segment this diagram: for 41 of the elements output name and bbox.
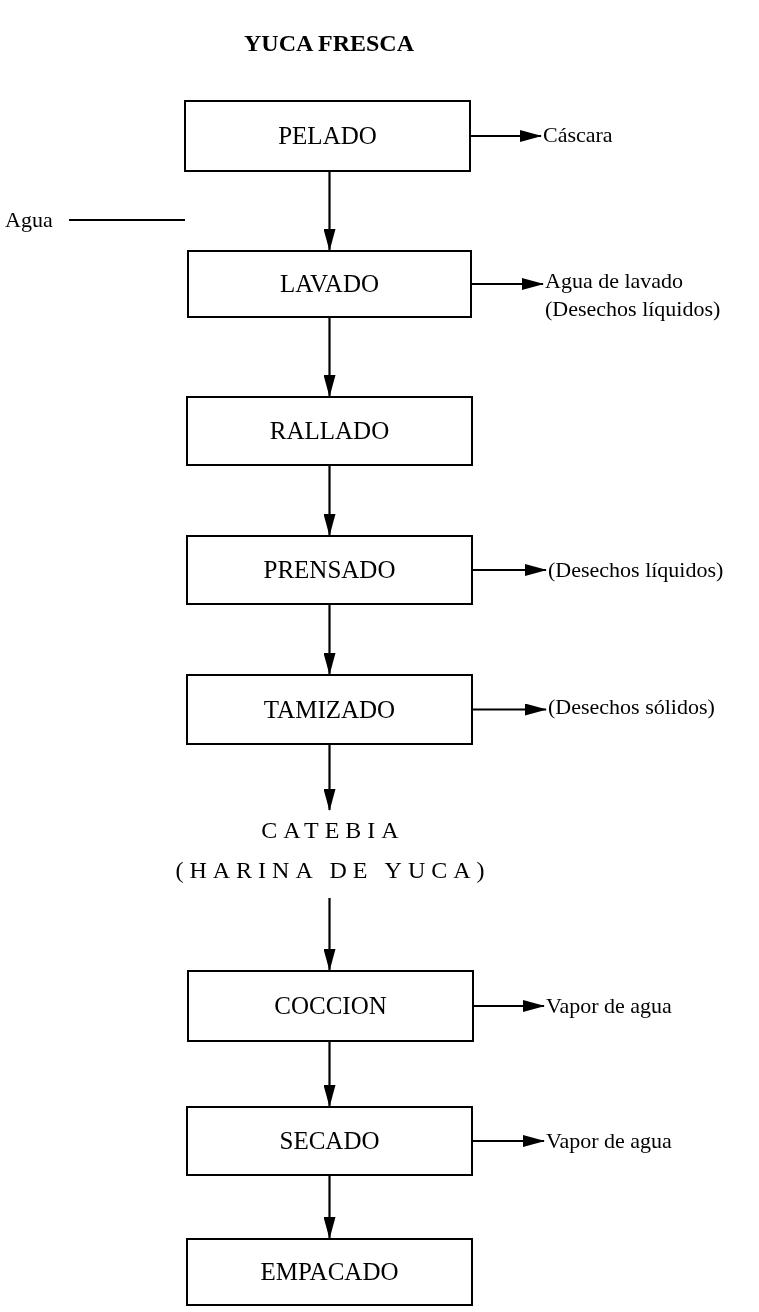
product-label: (HARINA DE YUCA) [175,856,491,885]
arrow [323,605,336,675]
stream-label: Agua de lavado (Desechos líquidos) [545,264,757,326]
arrow [473,564,547,576]
step-label: RALLADO [269,417,390,445]
arrow [473,1135,545,1147]
stream-label: Vapor de agua [546,991,696,1021]
arrow [323,1042,336,1107]
arrow [323,898,336,971]
process-box [187,970,474,1042]
arrow [473,703,547,716]
process-box [186,674,473,745]
step-label: COCCION [274,992,387,1020]
arrow [323,745,336,811]
step-label: PELADO [278,122,377,150]
arrow [323,1176,336,1239]
arrow [474,1000,545,1012]
stream-label: (Desechos sólidos) [548,692,753,722]
process-box [186,396,473,466]
process-box [186,535,473,605]
stream-label: Cáscara [543,120,653,150]
arrow [323,466,336,536]
process-box [184,100,471,172]
process-box [187,250,472,318]
arrow [323,172,336,251]
step-label: LAVADO [279,270,380,298]
stream-label: Agua [5,205,69,235]
step-label: SECADO [279,1127,380,1155]
stream-label: Vapor de agua [546,1126,696,1156]
connector-line [69,218,185,222]
process-box [186,1106,473,1176]
stream-label: (Desechos líquidos) [548,555,753,585]
process-box [186,1238,473,1306]
step-label: TAMIZADO [263,695,396,724]
step-label: EMPACADO [260,1258,399,1286]
product-label: CATEBIA [261,816,405,845]
arrow [472,278,544,290]
arrow [323,318,336,397]
diagram-title: YUCA FRESCA [243,30,415,57]
arrow [471,130,542,142]
step-label: PRENSADO [263,556,396,584]
